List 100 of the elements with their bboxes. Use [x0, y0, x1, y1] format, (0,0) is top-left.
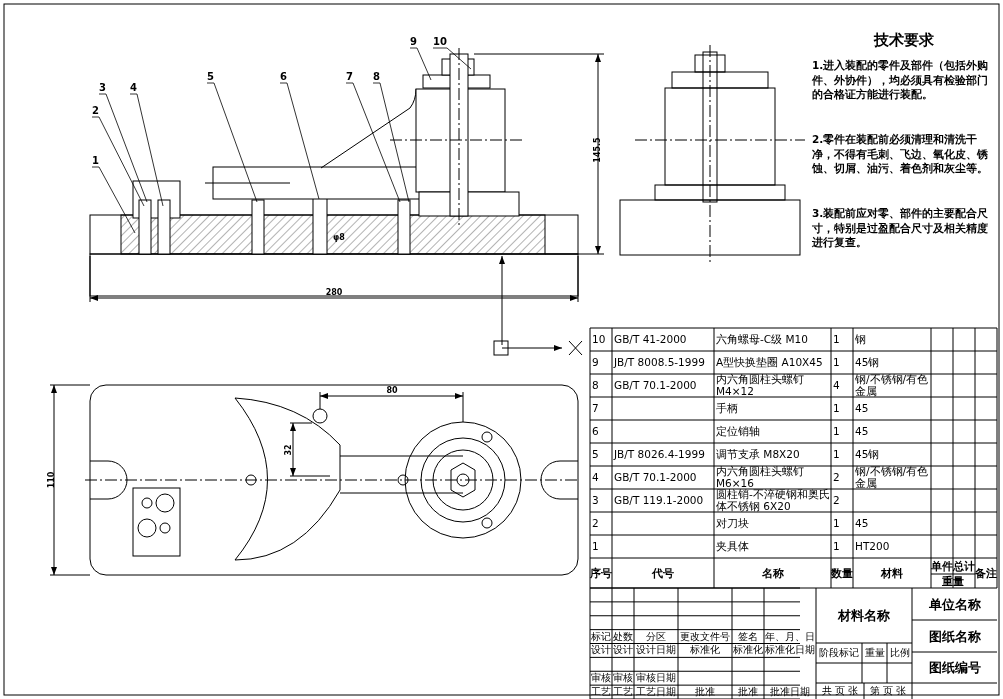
title-block-label: 比例	[888, 646, 911, 660]
title-block-label: 工艺	[590, 685, 612, 699]
material: 钢/不锈钢/有色金属	[854, 466, 930, 489]
part-name: 内六角圆柱头螺钉 M4×12	[715, 374, 805, 397]
note-text: 3.装配前应对零、部件的主要配合尺寸，特别是过盈配合尺寸及相关精度进行复查。	[812, 206, 990, 251]
part-number: 3	[591, 493, 600, 508]
leader-line	[91, 166, 136, 234]
dimension-value: φ8	[332, 233, 346, 243]
heading: 技术要求	[872, 30, 935, 50]
title-block-label: 图纸名称	[927, 627, 982, 646]
quantity: 1	[832, 447, 841, 462]
column-header: 代号	[651, 565, 675, 581]
callout-number: 5	[207, 72, 214, 82]
quantity: 1	[832, 401, 841, 416]
part-number: 7	[591, 401, 600, 416]
part-name: 手柄	[715, 401, 739, 416]
leader-line	[432, 47, 472, 70]
callout-number: 6	[280, 72, 287, 82]
title-block-label: 审核日期	[635, 671, 677, 686]
standard-code: GB/T 41-2000	[613, 332, 688, 347]
leader-line	[98, 93, 148, 203]
dimension-value: 110	[47, 470, 57, 491]
title-block-label: 图纸编号	[927, 659, 982, 677]
title-block-label: 阶段标记	[818, 646, 860, 660]
part-number: 2	[591, 516, 600, 531]
part-number: 1	[591, 539, 600, 554]
part-name: 六角螺母-C级 M10	[715, 332, 809, 347]
callout-number: 3	[99, 83, 106, 93]
material: 45	[854, 424, 870, 439]
material: 45钢	[854, 447, 881, 462]
note-text: 1.进入装配的零件及部件（包括外购件、外协件），均必须具有检验部门的合格证方能进行装配。	[812, 58, 990, 103]
callout-number: 9	[410, 37, 417, 47]
title-block-label: 材料名称	[837, 607, 891, 625]
column-header: 序号	[590, 565, 612, 581]
leader-line	[372, 82, 410, 203]
part-name: A型快换垫圈 A10X45	[715, 355, 824, 370]
title-block-label: 标准化	[689, 643, 721, 658]
callout-number: 10	[433, 37, 447, 47]
title-block-label: 分区	[645, 629, 667, 644]
quantity: 1	[832, 332, 841, 347]
quantity: 1	[832, 424, 841, 439]
title-block-label: 工艺	[612, 685, 634, 699]
title-block-label: 共 页 张	[820, 684, 860, 698]
title-block-label: 标准化日期	[764, 643, 816, 658]
material: 钢	[854, 332, 867, 347]
callout-number: 1	[92, 156, 99, 166]
material: 45	[854, 401, 870, 416]
part-number: 4	[591, 470, 600, 485]
standard-code: GB/T 119.1-2000	[613, 493, 705, 508]
title-block-label: 处数	[612, 629, 634, 644]
dimension-value: 80	[385, 386, 399, 396]
quantity: 4	[832, 378, 841, 393]
standard-code: JB/T 8026.4-1999	[612, 447, 706, 462]
title-block-label: 标记	[590, 629, 612, 644]
material: 钢/不锈钢/有色金属	[854, 374, 930, 397]
title-block-label: 设计	[612, 643, 634, 658]
part-number: 9	[591, 355, 600, 370]
leader-line	[409, 47, 432, 81]
column-header: 重量	[941, 574, 965, 588]
title-block-label: 工艺日期	[635, 685, 677, 699]
part-name: 圆柱销-不淬硬钢和奥氏体不锈钢 6X20	[715, 489, 831, 512]
title-block-label: 设计日期	[635, 643, 677, 658]
part-number: 6	[591, 424, 600, 439]
title-block-label: 批准	[694, 685, 716, 699]
column-header: 名称	[760, 565, 785, 581]
part-number: 10	[591, 332, 607, 347]
column-header: 备注	[975, 566, 997, 581]
column-header: 材料	[880, 565, 904, 581]
leader-line	[91, 116, 145, 207]
standard-code: GB/T 70.1-2000	[613, 378, 698, 393]
dimension-value: 145.5	[593, 136, 603, 164]
title-block-label: 签名	[737, 629, 759, 644]
quantity: 1	[832, 516, 841, 531]
title-block-label: 单位名称	[927, 595, 982, 614]
title-block-label: 批准日期	[769, 685, 811, 699]
title-block-label: 标准化	[732, 643, 764, 658]
part-name: 调节支承 M8X20	[715, 447, 801, 462]
quantity: 2	[832, 493, 841, 508]
title-block-label: 设计	[590, 643, 612, 658]
leader-line	[206, 82, 258, 203]
title-block-label: 批准	[737, 685, 759, 699]
column-header: 数量	[831, 565, 853, 581]
title-block-label: 重量	[863, 646, 886, 660]
column-header: 总计	[953, 558, 975, 572]
standard-code: JB/T 8008.5-1999	[612, 355, 706, 370]
material: 45	[854, 516, 870, 531]
dimension-value: 32	[284, 443, 294, 458]
title-block-label: 年、月、日	[764, 629, 816, 644]
quantity: 1	[832, 355, 841, 370]
part-name: 对刀块	[715, 516, 750, 531]
part-name: 定位销轴	[715, 424, 761, 439]
column-header: 单件	[931, 558, 953, 574]
callout-number: 2	[92, 106, 99, 116]
quantity: 1	[832, 539, 841, 554]
quantity: 2	[832, 470, 841, 485]
part-name: 夹具体	[715, 539, 750, 554]
material: HT200	[854, 539, 891, 554]
note-text: 2.零件在装配前必须清理和清洗干净，不得有毛刺、飞边、氧化皮、锈蚀、切屑、油污、着色剂和灰尘等。	[812, 132, 989, 177]
dimension-value: 280	[324, 288, 344, 298]
leader-line	[279, 82, 320, 200]
